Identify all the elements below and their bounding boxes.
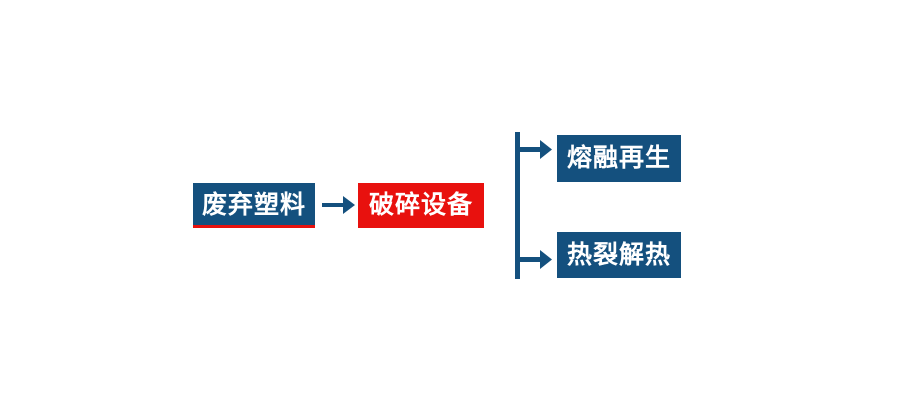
node-melt-regeneration[interactable]: 熔融再生 (557, 135, 681, 182)
node-crusher-label: 破碎设备 (368, 191, 473, 219)
node-crusher[interactable]: 破碎设备 (358, 183, 484, 228)
node-melt-regeneration-label: 熔融再生 (566, 144, 671, 172)
node-waste-plastic[interactable]: 废弃塑料 (193, 183, 315, 228)
branch-split-arrow-icon (512, 128, 562, 283)
node-pyrolysis-label: 热裂解热 (566, 240, 671, 269)
node-waste-plastic-label: 废弃塑料 (201, 191, 306, 219)
node-pyrolysis[interactable]: 热裂解热 (557, 232, 681, 278)
arrow-right-icon (322, 192, 356, 218)
